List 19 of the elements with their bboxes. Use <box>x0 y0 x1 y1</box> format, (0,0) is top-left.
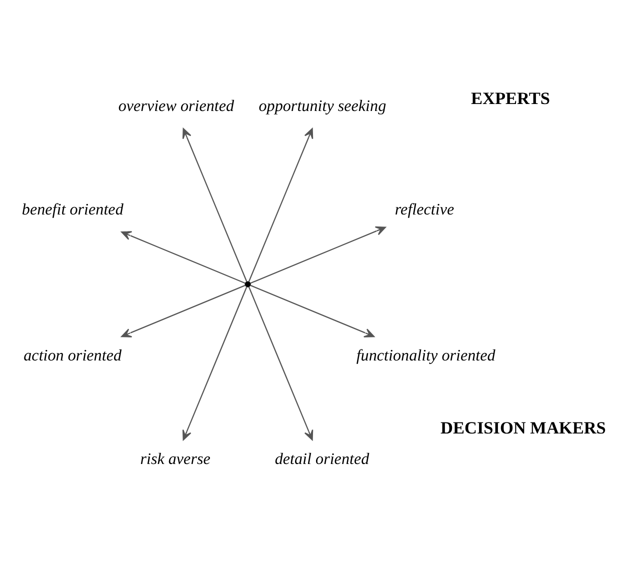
node-circle <box>244 280 251 287</box>
node-text: detail oriented <box>274 450 370 468</box>
arrow <box>182 128 248 282</box>
arrow <box>121 284 246 337</box>
node-text: reflective <box>394 200 454 218</box>
node-text: risk averse <box>140 450 210 468</box>
arrow <box>248 286 314 440</box>
arrow <box>250 226 386 284</box>
label: DECISION MAKERS <box>440 418 606 437</box>
node-text: overview oriented <box>118 97 234 114</box>
node-text: benefit oriented <box>22 200 124 218</box>
node-text: opportunity seeking <box>258 97 386 114</box>
arrow <box>182 286 248 440</box>
arrow <box>250 284 375 337</box>
arrow <box>248 128 314 282</box>
node-text: functionality oriented <box>356 346 496 364</box>
node-text: action oriented <box>24 346 122 364</box>
label: EXPERTS <box>471 88 550 108</box>
arrow <box>121 230 246 284</box>
